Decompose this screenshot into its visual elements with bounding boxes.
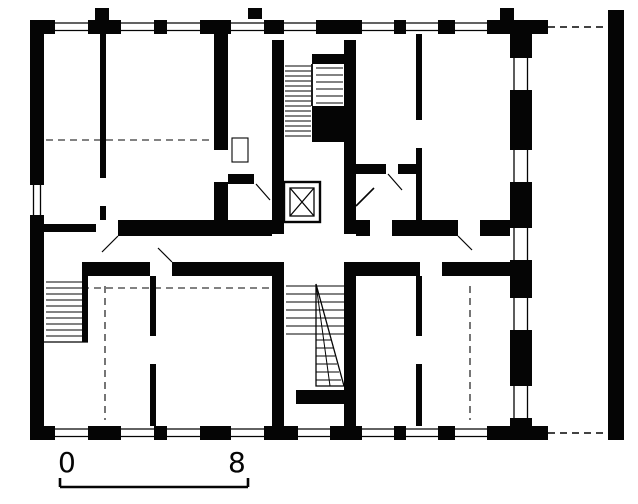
- window-opening: [231, 19, 264, 35]
- window-opening: [455, 19, 487, 35]
- partition-wall: [398, 164, 422, 174]
- dashed-beam-lines: [46, 139, 471, 420]
- partition-wall: [150, 364, 156, 426]
- window-opening: [167, 19, 200, 35]
- window-glazing-lines: [513, 58, 529, 418]
- top-wall-windows: [55, 19, 487, 35]
- stairwell-wall: [344, 262, 356, 426]
- door-leaf: [457, 235, 473, 251]
- window-opening: [509, 298, 533, 330]
- window-opening: [406, 19, 438, 35]
- window-opening: [231, 425, 264, 441]
- window-opening: [121, 425, 154, 441]
- window-opening: [509, 58, 533, 90]
- stairwell-wall: [82, 262, 88, 342]
- window-opening: [509, 150, 533, 182]
- window-opening: [455, 425, 487, 441]
- fixture-outline: [231, 137, 249, 163]
- corridor-wall-segment: [480, 220, 510, 236]
- elevator: [282, 180, 322, 224]
- chimney-stub: [500, 8, 514, 20]
- scale-bar: 0 8: [58, 446, 250, 489]
- stairwell-wall: [272, 262, 284, 426]
- corridor-wall-segment: [356, 220, 370, 236]
- corridor-wall-segment: [392, 220, 458, 236]
- window-glazing-lines: [55, 428, 487, 438]
- winder-treads: [315, 283, 341, 387]
- door-opening: [509, 228, 533, 260]
- door-leaf: [255, 183, 271, 201]
- window-opening: [284, 19, 316, 35]
- wing-wall-stub: [532, 20, 548, 34]
- chimney-stub: [248, 8, 262, 20]
- wing-right-wall: [608, 20, 624, 440]
- partition-wall: [214, 182, 228, 220]
- stair-landing-block: [296, 390, 344, 404]
- stairwell-wall: [272, 40, 284, 234]
- door-leaf: [387, 173, 403, 191]
- left-exterior-wall: [30, 20, 44, 440]
- scale-line: [58, 478, 250, 489]
- entrance-opening: [298, 425, 330, 441]
- door-leaves: [101, 173, 473, 263]
- window-opening: [55, 19, 88, 35]
- window-glazing-lines: [55, 22, 487, 32]
- chimney-stub: [608, 10, 624, 20]
- elevator-cab: [289, 187, 315, 217]
- stair-treads: [316, 67, 343, 104]
- partition-wall: [416, 364, 422, 426]
- main-stair-lower: [272, 262, 356, 426]
- wing-wall-stub: [532, 426, 548, 440]
- stair-landing-block: [312, 106, 344, 142]
- partition-wall: [214, 34, 228, 150]
- main-stair-upper: [272, 40, 356, 234]
- chimney-stub: [95, 8, 109, 20]
- door-leaf: [157, 247, 173, 263]
- corridor-wall-segment: [356, 262, 420, 276]
- bottom-wall-windows: [55, 425, 487, 441]
- window-opening: [362, 425, 394, 441]
- corridor-wall-segment: [118, 220, 272, 236]
- partition-wall: [416, 34, 422, 120]
- stairwell-wall: [312, 54, 356, 64]
- window-opening: [29, 185, 45, 215]
- partition-wall: [100, 34, 106, 178]
- corridor-wall-segment: [442, 262, 510, 276]
- lower-partitions: [150, 276, 422, 426]
- corridor-walls: [44, 220, 510, 276]
- corridor-wall-segment: [172, 262, 272, 276]
- stairwell-wall: [344, 40, 356, 234]
- window-opening: [167, 425, 200, 441]
- partition-wall: [100, 206, 106, 220]
- fixtures: [231, 137, 249, 163]
- window-opening: [55, 425, 88, 441]
- angled-wall: [355, 187, 375, 207]
- elevator-x-icon: [289, 187, 315, 217]
- partition-wall: [150, 276, 156, 336]
- stair-treads: [285, 65, 311, 137]
- partition-wall: [416, 148, 422, 220]
- chimney-stubs: [95, 8, 624, 20]
- corridor-wall-segment: [86, 262, 150, 276]
- window-opening: [362, 19, 394, 35]
- window-opening: [509, 386, 533, 418]
- door-leaf: [101, 235, 119, 253]
- window-glazing-lines: [32, 185, 42, 215]
- corridor-wall-segment: [44, 224, 96, 232]
- window-opening: [406, 425, 438, 441]
- right-wing: [532, 20, 624, 440]
- scale-end-label: 8: [228, 446, 246, 479]
- side-wall-openings: [29, 58, 533, 418]
- upper-partitions: [100, 34, 422, 220]
- partition-wall: [356, 164, 386, 174]
- stair-treads: [286, 285, 344, 335]
- scale-start-label: 0: [58, 446, 76, 479]
- partition-wall: [228, 174, 254, 184]
- partition-wall: [416, 276, 422, 336]
- window-opening: [121, 19, 154, 35]
